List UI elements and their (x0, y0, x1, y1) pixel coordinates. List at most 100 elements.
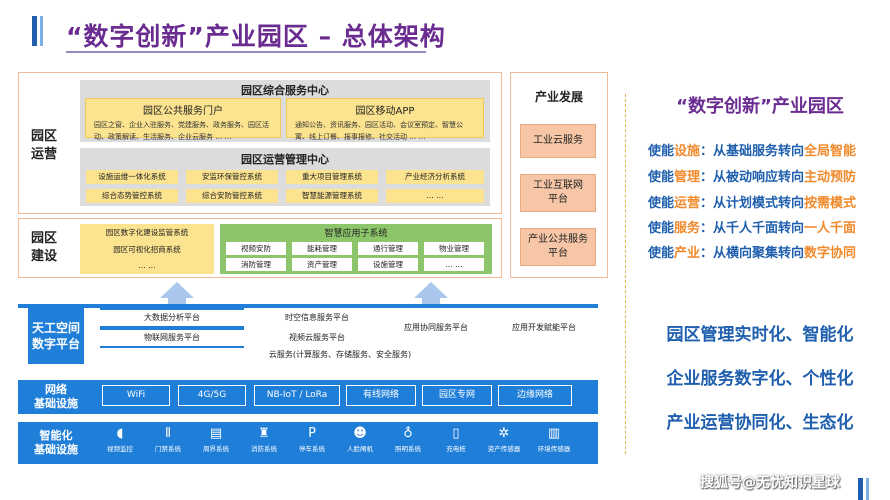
up-arrow-icon (160, 282, 194, 298)
smart-app-item: 物业管理 (424, 242, 484, 255)
enable-from: ：从被动响应转向 (700, 170, 805, 185)
ops-center-panel: 园区运营管理中心 设施运维一体化系统 安监环保管控系统 重大项目管理系统 产业经… (80, 148, 490, 206)
smart-app-title: 智慧应用子系统 (324, 229, 388, 239)
enable-object: 产业 (674, 246, 701, 261)
device-item: ▤ 周界系统 (196, 425, 236, 461)
device-label: 人脸闸机 (347, 445, 373, 453)
up-arrow-icon (414, 282, 448, 298)
service-center-title: 园区综合服务中心 (241, 84, 329, 97)
enable-from: ：从千人千面转向 (700, 221, 805, 236)
ops-item: 安监环保管控系统 (186, 170, 278, 184)
summary-line: 企业服务数字化、个性化 (666, 369, 854, 389)
ops-item: 智慧能源管理系统 (286, 189, 378, 203)
device-label: 视频监控 (107, 445, 133, 453)
enable-to: 一人千面 (804, 221, 857, 236)
env-sensor-icon: ▥ (547, 426, 561, 441)
device-label: 资产传感器 (487, 445, 521, 453)
up-arrow-stem (168, 298, 186, 304)
platform-item: 物联网服务平台 (100, 330, 244, 346)
platform-item: 时空信息服务平台 (285, 313, 349, 322)
network-item: NB-IoT / LoRa (254, 385, 340, 406)
enable-to: 全局智能 (804, 144, 857, 159)
construction-section (18, 218, 502, 278)
parking-icon: P (308, 426, 316, 441)
enable-from: ：从横向聚集转向 (700, 246, 805, 261)
smart-app-item: 能耗管理 (292, 242, 352, 255)
operations-section (18, 72, 502, 214)
device-item: ▥ 环境传感器 (534, 425, 574, 461)
device-label: 停车系统 (299, 445, 325, 453)
charger-icon: ▯ (452, 426, 460, 441)
device-item: ♜消防系统 (244, 425, 284, 461)
device-item: ⫴ 门禁系统 (148, 425, 188, 461)
network-item: WiFi (102, 385, 170, 406)
network-label: 网络 基础设施 (24, 380, 88, 414)
title-accent-bar (32, 16, 37, 46)
construction-item: 园区数字化建设监管系统 (105, 228, 189, 237)
device-label: 环境传感器 (537, 445, 571, 453)
enable-to: 主动预防 (804, 170, 857, 185)
network-item: 边缘网络 (498, 385, 572, 406)
device-item: ☻人脸闸机 (340, 425, 380, 461)
construction-item: 园区可视化招商系统 (113, 245, 181, 254)
smart-app-panel: 智慧应用子系统 视频安防 能耗管理 通行管理 物业管理 消防管理 资产管理 设施… (220, 224, 492, 274)
perimeter-icon: ▤ (209, 426, 223, 441)
service-center-panel: 园区综合服务中心 园区公共服务门户 园区之窗、企业入驻服务、党建服务、政务服务、… (80, 80, 490, 142)
smart-app-item: 通行管理 (358, 242, 418, 255)
device-item: ◖ 视频监控 (100, 425, 140, 461)
enable-object: 服务 (674, 221, 701, 236)
smart-app-item: … … (424, 258, 484, 271)
device-label: 门禁系统 (155, 445, 181, 453)
mobile-app-box: 园区移动APP 通知公告、资讯服务、园区活动、会议室预定、智慧公寓、线上订餐、报… (286, 98, 484, 141)
network-row: WiFi 4G/5G NB-IoT / LoRa 有线网络 园区专网 边缘网络 (18, 380, 598, 414)
right-title: “数字创新”产业园区 (676, 96, 844, 117)
watermark: 搜狐号@无忧知识星球 (700, 475, 840, 491)
construction-label: 园区 建设 (30, 231, 57, 264)
corner-accent-bar-light (866, 478, 869, 500)
summary-line: 产业运营协同化、生态化 (666, 413, 854, 433)
enable-line: 使能设施：从基础服务转向全局智能 (648, 140, 888, 159)
ops-item: 综合态势管控系统 (86, 189, 178, 203)
page-title: “数字创新”产业园区 – 总体架构 (66, 22, 446, 51)
industry-title: 产业发展 (534, 90, 583, 104)
device-item: ▯ 充电桩 (436, 425, 476, 461)
up-arrow-stem (422, 298, 440, 304)
public-portal-text: 园区之窗、企业入驻服务、党建服务、政务服务、园区活动、政策解读、生活服务、企业云… (94, 121, 269, 141)
device-label: 消防系统 (251, 445, 277, 453)
section-divider (625, 94, 626, 454)
enable-from: ：从计划模式转向 (700, 196, 805, 211)
smart-app-item: 资产管理 (292, 258, 352, 271)
platform-item: 应用协同服务平台 (404, 323, 468, 332)
sensor-icon: ✲ (498, 426, 510, 441)
mobile-app-text: 通知公告、资讯服务、园区活动、会议室预定、智慧公寓、线上订餐、报事报修、社交活动… (295, 121, 463, 141)
devices-strip (18, 422, 598, 464)
platform-item: 大数据分析平台 (100, 310, 244, 326)
gate-icon: ⫴ (165, 426, 171, 441)
ops-center-title: 园区运营管理中心 (241, 153, 329, 166)
platform-item: 视频云服务平台 (289, 333, 345, 342)
enable-prefix: 使能 (648, 196, 675, 211)
device-item: ✲ 资产传感器 (484, 425, 524, 461)
smart-app-item: 消防管理 (226, 258, 286, 271)
ops-item: 产业经济分析系统 (386, 170, 484, 184)
industry-section (510, 72, 608, 278)
public-portal-title: 园区公共服务门户 (143, 106, 223, 117)
camera-icon: ◖ (116, 426, 124, 441)
enable-prefix: 使能 (648, 170, 675, 185)
enable-prefix: 使能 (648, 221, 675, 236)
device-label: 周界系统 (203, 445, 229, 453)
construction-yellow-panel: 园区数字化建设监管系统 园区可视化招商系统 … … (80, 224, 214, 274)
devices-label: 智能化 基础设施 (24, 424, 88, 462)
network-item: 园区专网 (422, 385, 492, 406)
mobile-app-title: 园区移动APP (355, 106, 415, 117)
platform-item: 应用开发赋能平台 (512, 323, 576, 332)
enable-line: 使能产业：从横向聚集转向数字协同 (648, 242, 888, 261)
ops-item: … … (386, 189, 484, 203)
enable-object: 设施 (674, 144, 701, 159)
enable-to: 数字协同 (804, 246, 857, 261)
enable-object: 运营 (674, 196, 701, 211)
device-item: ♁照明系统 (388, 425, 428, 461)
device-label: 充电桩 (446, 445, 466, 453)
summary-line: 园区管理实时化、智能化 (666, 325, 854, 345)
ops-item: 重大项目管理系统 (286, 170, 378, 184)
